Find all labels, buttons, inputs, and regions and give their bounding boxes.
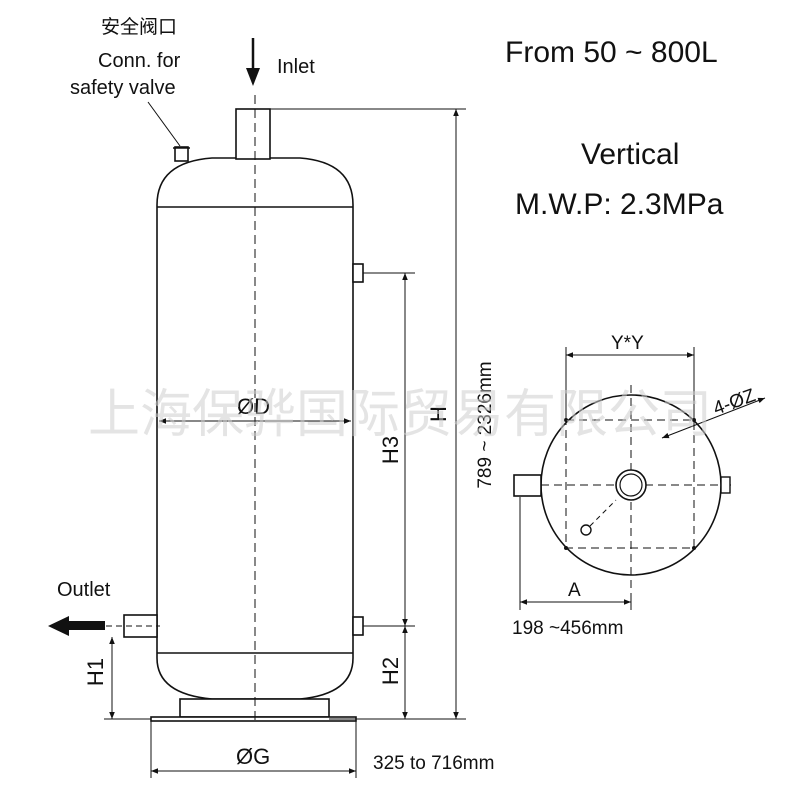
- safety-conn-en-line2: safety valve: [70, 77, 176, 99]
- h-label: H: [426, 406, 451, 422]
- tank-shell: [156, 157, 354, 700]
- orientation-label: Vertical: [581, 138, 679, 171]
- watermark-text: 上海保骅国际贸易有限公司: [88, 385, 712, 445]
- outlet-label: Outlet: [57, 579, 111, 601]
- inlet-label: Inlet: [277, 56, 315, 78]
- dim-a-label: A: [568, 580, 581, 601]
- flange-yy-label: Y*Y: [611, 333, 644, 354]
- mwp-label: M.W.P: 2.3MPa: [515, 188, 724, 221]
- h2-label: H2: [378, 657, 403, 685]
- bolt-holes-label: 4-ØZ: [711, 385, 759, 420]
- h3-label: H3: [378, 436, 403, 464]
- safety-conn-en-line1: Conn. for: [98, 50, 181, 72]
- socket-top-view: [720, 476, 731, 494]
- safety-valve-nozzle: [174, 146, 189, 162]
- safety-conn-cn-label: 安全阀口: [101, 16, 177, 38]
- outlet-top-view: [513, 474, 542, 497]
- inlet-pipe: [235, 108, 271, 160]
- inlet-arrow-icon: [246, 38, 260, 86]
- base-g-label: ØG: [236, 744, 270, 769]
- outlet-arrow-icon: [48, 616, 105, 636]
- safety-valve-top-view: [580, 524, 592, 536]
- bolt-holes-leader: [661, 397, 766, 439]
- upper-side-socket: [352, 263, 364, 283]
- base-range-label: 325 to 716mm: [373, 753, 494, 774]
- diameter-d-label: ØD: [237, 394, 270, 419]
- bolt-square: [565, 419, 695, 549]
- safety-conn-leader: [147, 101, 181, 147]
- lower-side-socket: [352, 616, 364, 636]
- tank-top-view: [513, 385, 735, 608]
- base-plate: [150, 716, 357, 722]
- capacity-label: From 50 ~ 800L: [505, 36, 718, 69]
- a-range-label: 198 ~456mm: [512, 618, 623, 639]
- height-range-label: 789 ~ 2326mm: [475, 361, 496, 488]
- h1-label: H1: [83, 658, 108, 686]
